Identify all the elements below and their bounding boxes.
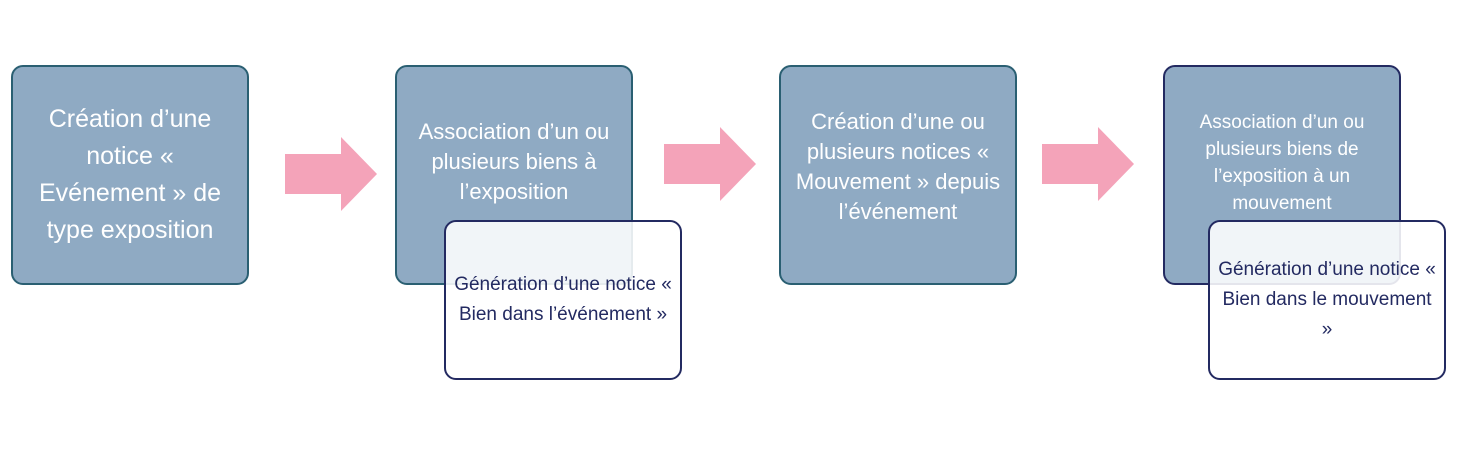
arrow-right-icon xyxy=(1042,127,1134,201)
step-label: Association d’un ou plusieurs biens de l… xyxy=(1199,112,1365,214)
step-label: Association d’un ou plusieurs biens à l’… xyxy=(418,119,610,204)
result-label: Génération d’une notice « Bien dans le m… xyxy=(1218,259,1436,340)
step-create-event-notice: Création d’une notice « Evénement » de t… xyxy=(11,65,249,285)
step-label: Création d’une ou plusieurs notices « Mo… xyxy=(795,109,1001,224)
result-item-in-movement-notice: Génération d’une notice « Bien dans le m… xyxy=(1208,220,1446,380)
step-label: Création d’une notice « Evénement » de t… xyxy=(38,105,222,244)
step-create-movement-notices: Création d’une ou plusieurs notices « Mo… xyxy=(779,65,1017,285)
result-label: Génération d’une notice « Bien dans l’év… xyxy=(454,274,672,325)
result-item-in-event-notice: Génération d’une notice « Bien dans l’év… xyxy=(444,220,682,380)
arrow-right-icon xyxy=(664,127,756,201)
arrow-right-icon xyxy=(285,137,377,211)
